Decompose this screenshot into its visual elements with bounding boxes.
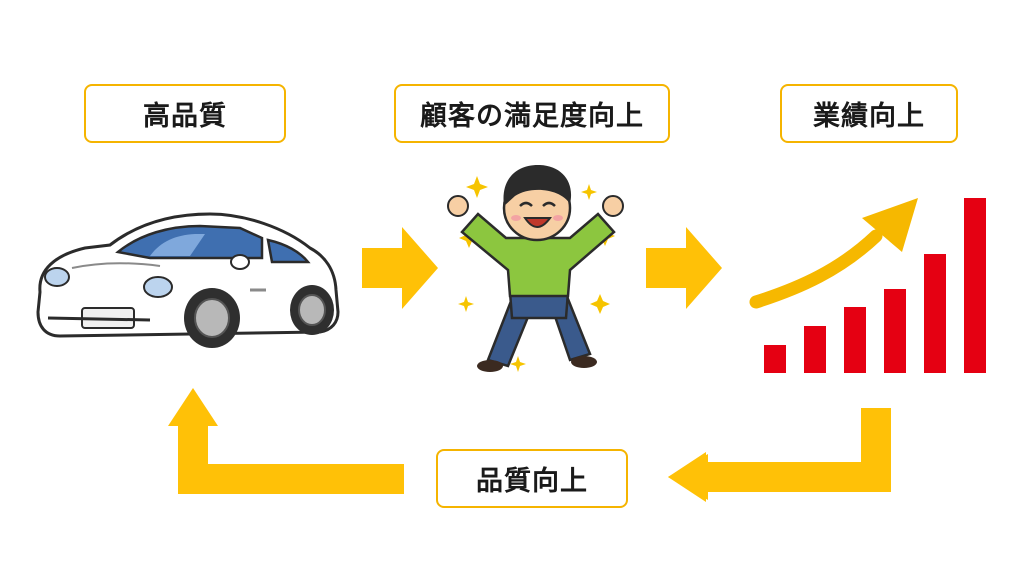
arrow-right-icon: [362, 227, 438, 309]
feedback-arrow-icon: [168, 388, 891, 502]
stage-label-text: 高品質: [143, 101, 227, 132]
stage-label-text: 品質向上: [476, 466, 588, 497]
happy-person-icon: [447, 164, 624, 372]
stage-label-text: 業績向上: [813, 101, 925, 132]
stage-label-customer-satisfaction: 顧客の満足度向上: [394, 84, 670, 143]
arrow-right-icon: [646, 227, 722, 309]
stage-label-high-quality: 高品質: [84, 84, 286, 143]
stage-label-business-performance: 業績向上: [780, 84, 958, 143]
stage-label-text: 顧客の満足度向上: [420, 101, 644, 132]
car-icon: [36, 212, 340, 348]
growth-chart-icon: [749, 198, 986, 373]
stage-label-quality-improvement: 品質向上: [436, 449, 628, 508]
